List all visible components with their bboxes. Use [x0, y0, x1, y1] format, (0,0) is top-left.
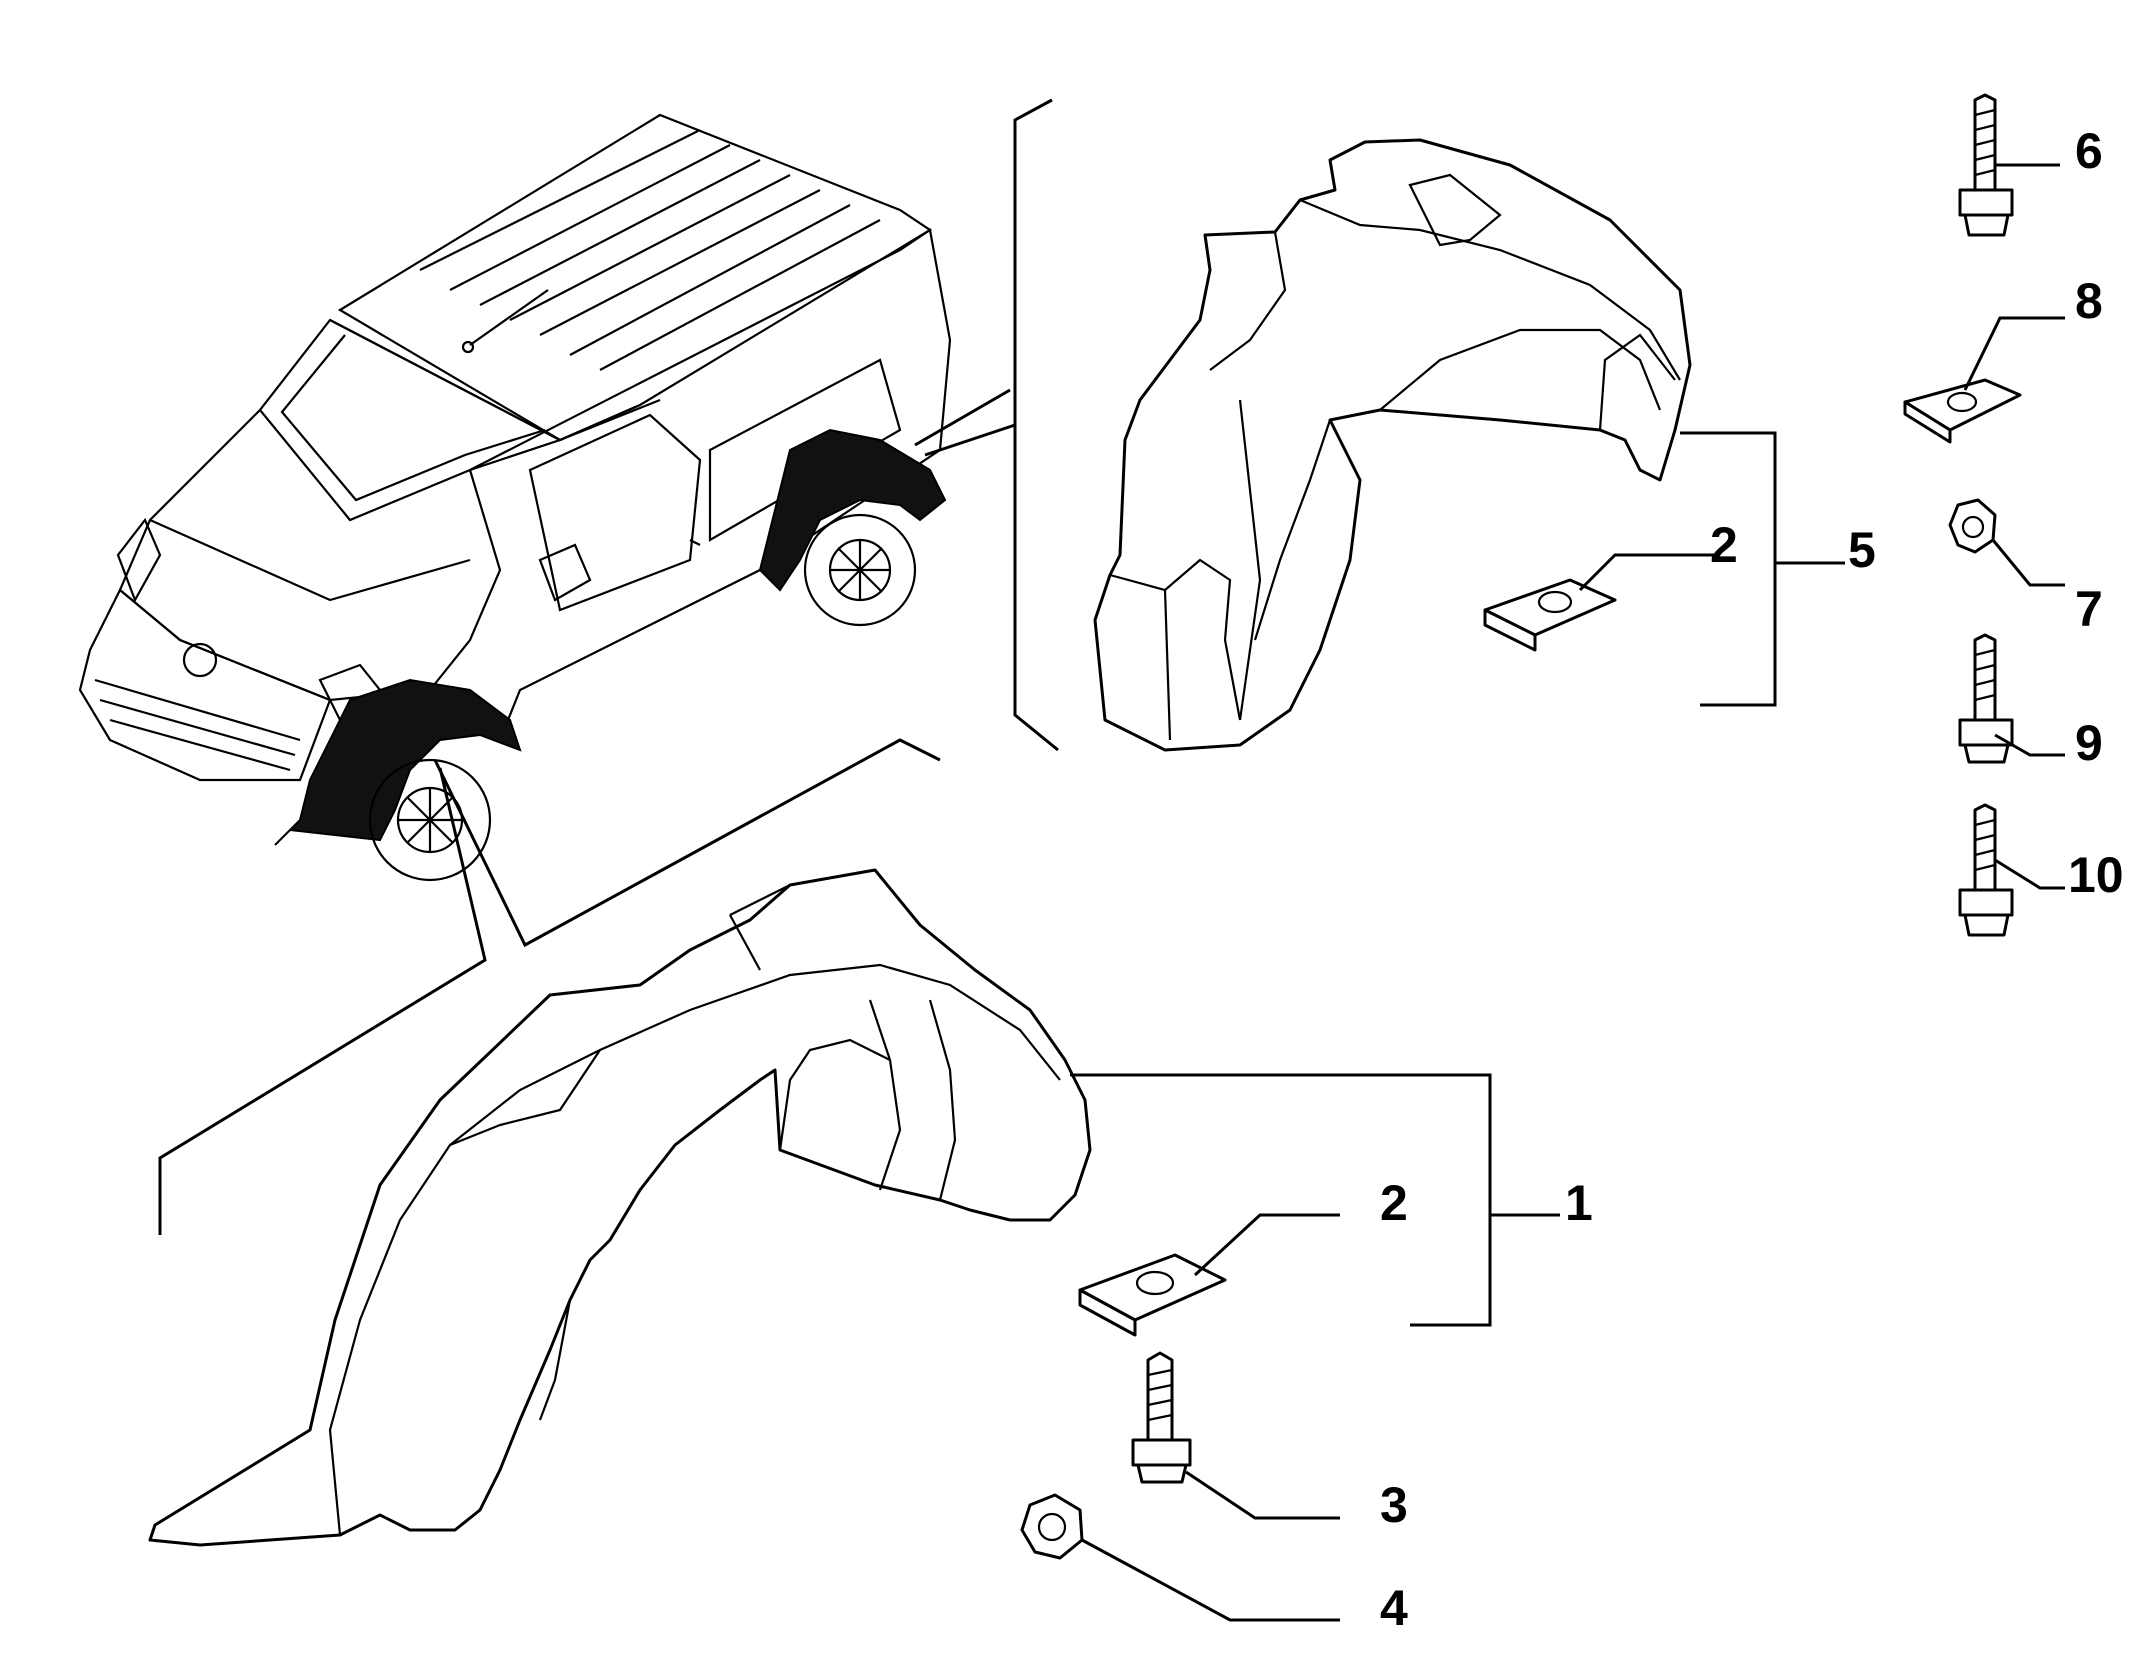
label-2-front: 2 [1380, 1175, 1408, 1231]
rear-wheel-liner [1093, 138, 1692, 752]
label-8: 8 [2075, 273, 2103, 329]
label-6: 6 [2075, 123, 2103, 179]
label-3: 3 [1380, 1477, 1408, 1533]
flange-nut [1948, 498, 1997, 554]
clip-fastener [1903, 378, 2022, 444]
label-9: 9 [2075, 715, 2103, 771]
label-5: 5 [1848, 522, 1876, 578]
label-2-rear: 2 [1710, 517, 1738, 573]
label-7: 7 [2075, 581, 2103, 637]
label-1: 1 [1565, 1175, 1593, 1231]
screw-fastener [1958, 93, 2014, 237]
label-10: 10 [2068, 847, 2124, 903]
label-4: 4 [1380, 1580, 1408, 1636]
front-wheel-liner [148, 868, 1092, 1547]
van-illustration [78, 113, 952, 882]
